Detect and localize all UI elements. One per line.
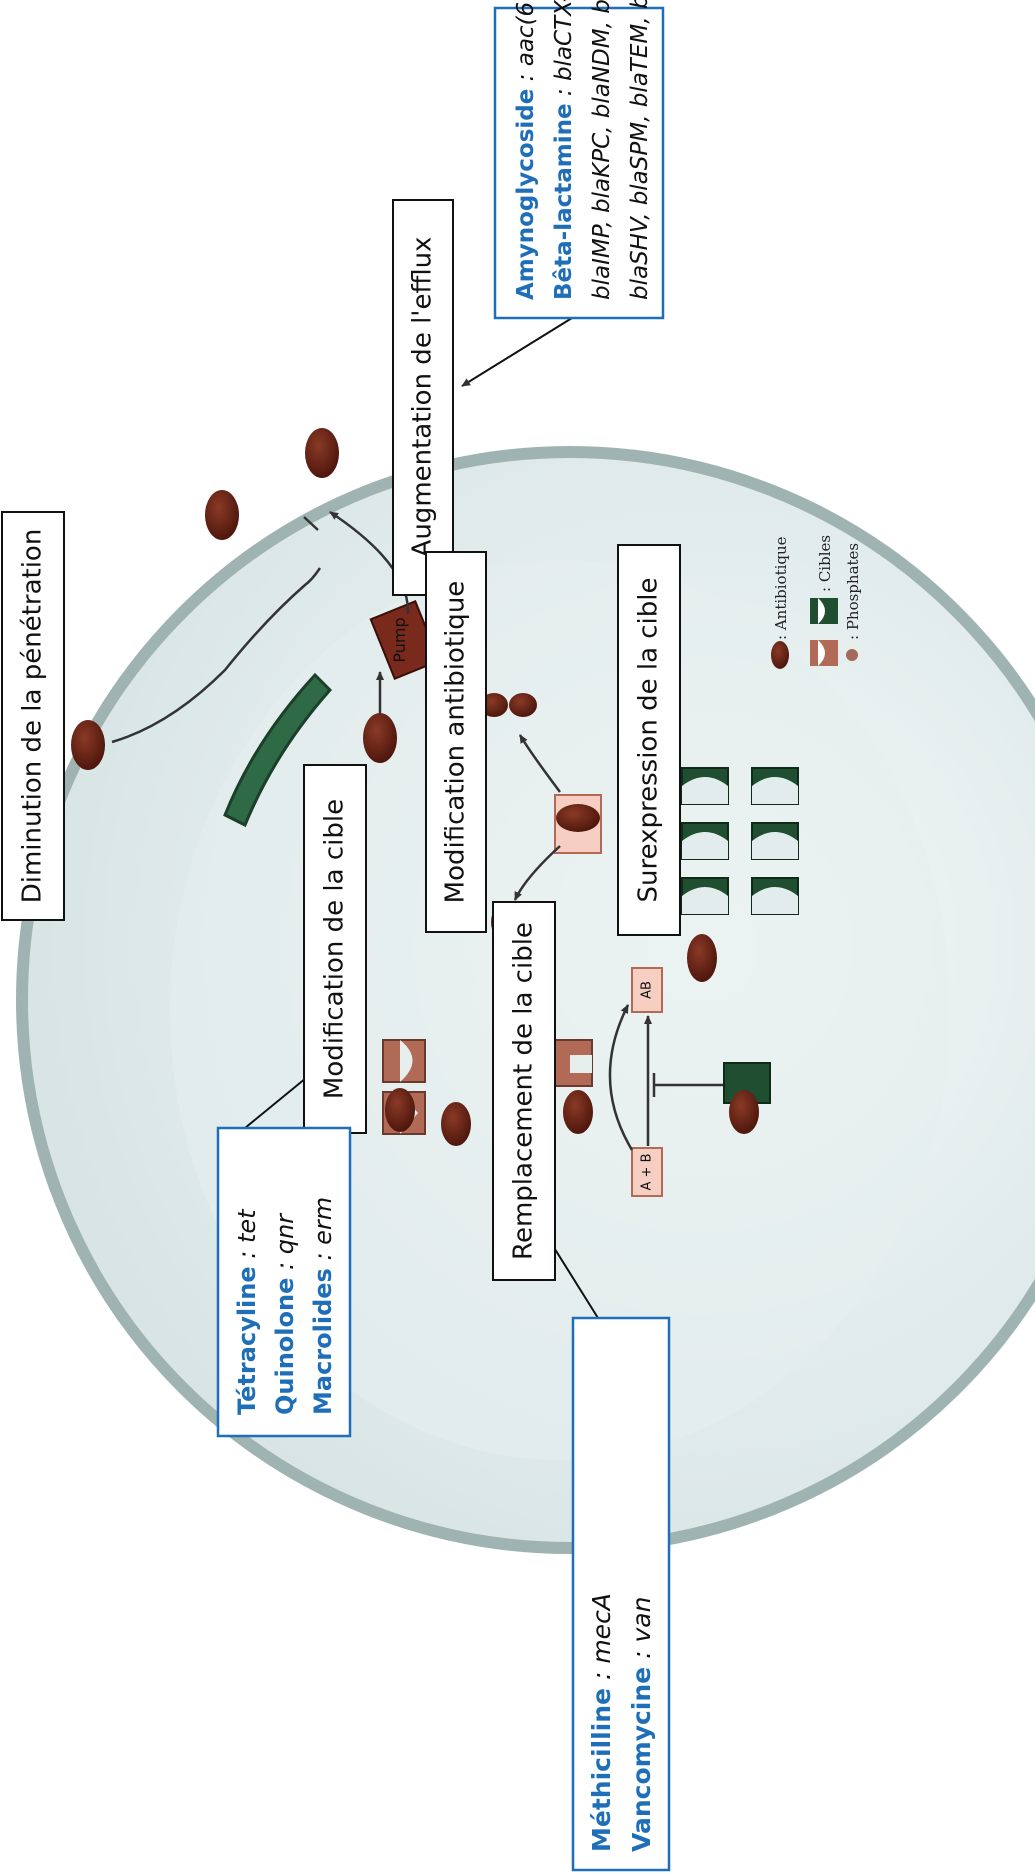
svg-text:Diminution de la pénétration: Diminution de la pénétration bbox=[18, 529, 48, 904]
label-target-modification: Modification de la cible bbox=[303, 764, 367, 1134]
antibiotic-marker bbox=[305, 428, 339, 478]
target-overexpression-illustration bbox=[681, 767, 799, 982]
svg-text:Modification antibiotique: Modification antibiotique bbox=[441, 581, 471, 904]
efflux-arrow-out bbox=[329, 510, 410, 615]
svg-text:Macrolides : erm: Macrolides : erm bbox=[309, 1197, 337, 1415]
genes-target-replacement: Méthicilline : mecA Vancomycine : van bbox=[571, 1316, 671, 1872]
reaction-product: AB bbox=[640, 981, 655, 999]
legend-targets-label: : Cibles bbox=[816, 535, 834, 592]
label-target-replacement: Remplacement de la cible bbox=[492, 901, 556, 1281]
svg-text:blaIMP, blaKPC, blaNDM, blaOXA: blaIMP, blaKPC, blaNDM, blaOXA, bbox=[589, 0, 615, 300]
antibiotic-outside-markers bbox=[71, 428, 397, 770]
legend: : Antibiotique : Cibles : Phosphates bbox=[771, 535, 862, 669]
svg-text:Surexpression de la cible: Surexpression de la cible bbox=[634, 577, 664, 902]
svg-text:Tétracyline : tet: Tétracyline : tet bbox=[233, 1208, 261, 1415]
label-penetration: Diminution de la pénétration bbox=[1, 511, 65, 921]
reaction-substrates: A + B bbox=[640, 1154, 655, 1191]
antibiotic-marker bbox=[729, 1090, 759, 1134]
legend-phosphate-icon bbox=[846, 649, 858, 661]
svg-text:Quinolone : qnr: Quinolone : qnr bbox=[271, 1212, 299, 1415]
antibiotic-marker bbox=[563, 1090, 593, 1134]
antibiotic-marker bbox=[205, 490, 239, 540]
legend-phosphates-label: : Phosphates bbox=[844, 543, 862, 640]
penetration-pathway bbox=[111, 516, 322, 744]
target-modification-illustration bbox=[382, 1039, 471, 1146]
green-target bbox=[681, 767, 729, 805]
porin-channel bbox=[223, 672, 333, 828]
svg-text:Méthicilline : mecA: Méthicilline : mecA bbox=[587, 1593, 616, 1852]
genes-antibiotic-modification: Amynoglycoside : aac(6')-Ib, aph(2) Bêta… bbox=[493, 0, 665, 320]
pump-label: Pump bbox=[390, 617, 409, 662]
svg-text:Amynoglycoside : aac(6')-Ib, a: Amynoglycoside : aac(6')-Ib, aph(2) bbox=[513, 0, 539, 300]
svg-text:Bêta-lactamine : blaCTX-M, ,: Bêta-lactamine : blaCTX-M, , blaIMI, bbox=[551, 0, 577, 300]
legend-antibiotic-icon bbox=[771, 641, 789, 669]
antibiotic-marker bbox=[363, 713, 397, 763]
antibiotic-marker bbox=[441, 1102, 471, 1146]
svg-text:blaSHV, blaSPM, blaTEM, blaVIM: blaSHV, blaSPM, blaTEM, blaVIM bbox=[627, 0, 653, 300]
target-replacement-illustration: A + B AB bbox=[551, 967, 771, 1197]
efflux-pump: Pump bbox=[369, 600, 441, 680]
antibiotic-marker bbox=[385, 1088, 415, 1132]
antibiotic-marker bbox=[687, 934, 717, 982]
label-efflux: Augmentation de l'efflux bbox=[392, 199, 454, 596]
genes-target-modification: Tétracyline : tet Quinolone : qnr Macrol… bbox=[216, 1126, 352, 1438]
pointer-arrow-antibiotic-modification bbox=[461, 317, 573, 387]
antibiotic-marker bbox=[71, 720, 105, 770]
svg-text:Remplacement de la cible: Remplacement de la cible bbox=[509, 922, 539, 1260]
legend-antibiotic-label: : Antibiotique bbox=[772, 536, 790, 640]
svg-text:Vancomycine : van: Vancomycine : van bbox=[627, 1597, 656, 1852]
svg-text:Modification de la cible: Modification de la cible bbox=[320, 799, 350, 1099]
label-target-overexpression: Surexpression de la cible bbox=[617, 544, 681, 936]
pointer-arrow-target-replacement bbox=[547, 1237, 599, 1319]
label-antibiotic-modification: Modification antibiotique bbox=[425, 551, 487, 933]
svg-text:Augmentation de l'efflux: Augmentation de l'efflux bbox=[408, 237, 438, 558]
